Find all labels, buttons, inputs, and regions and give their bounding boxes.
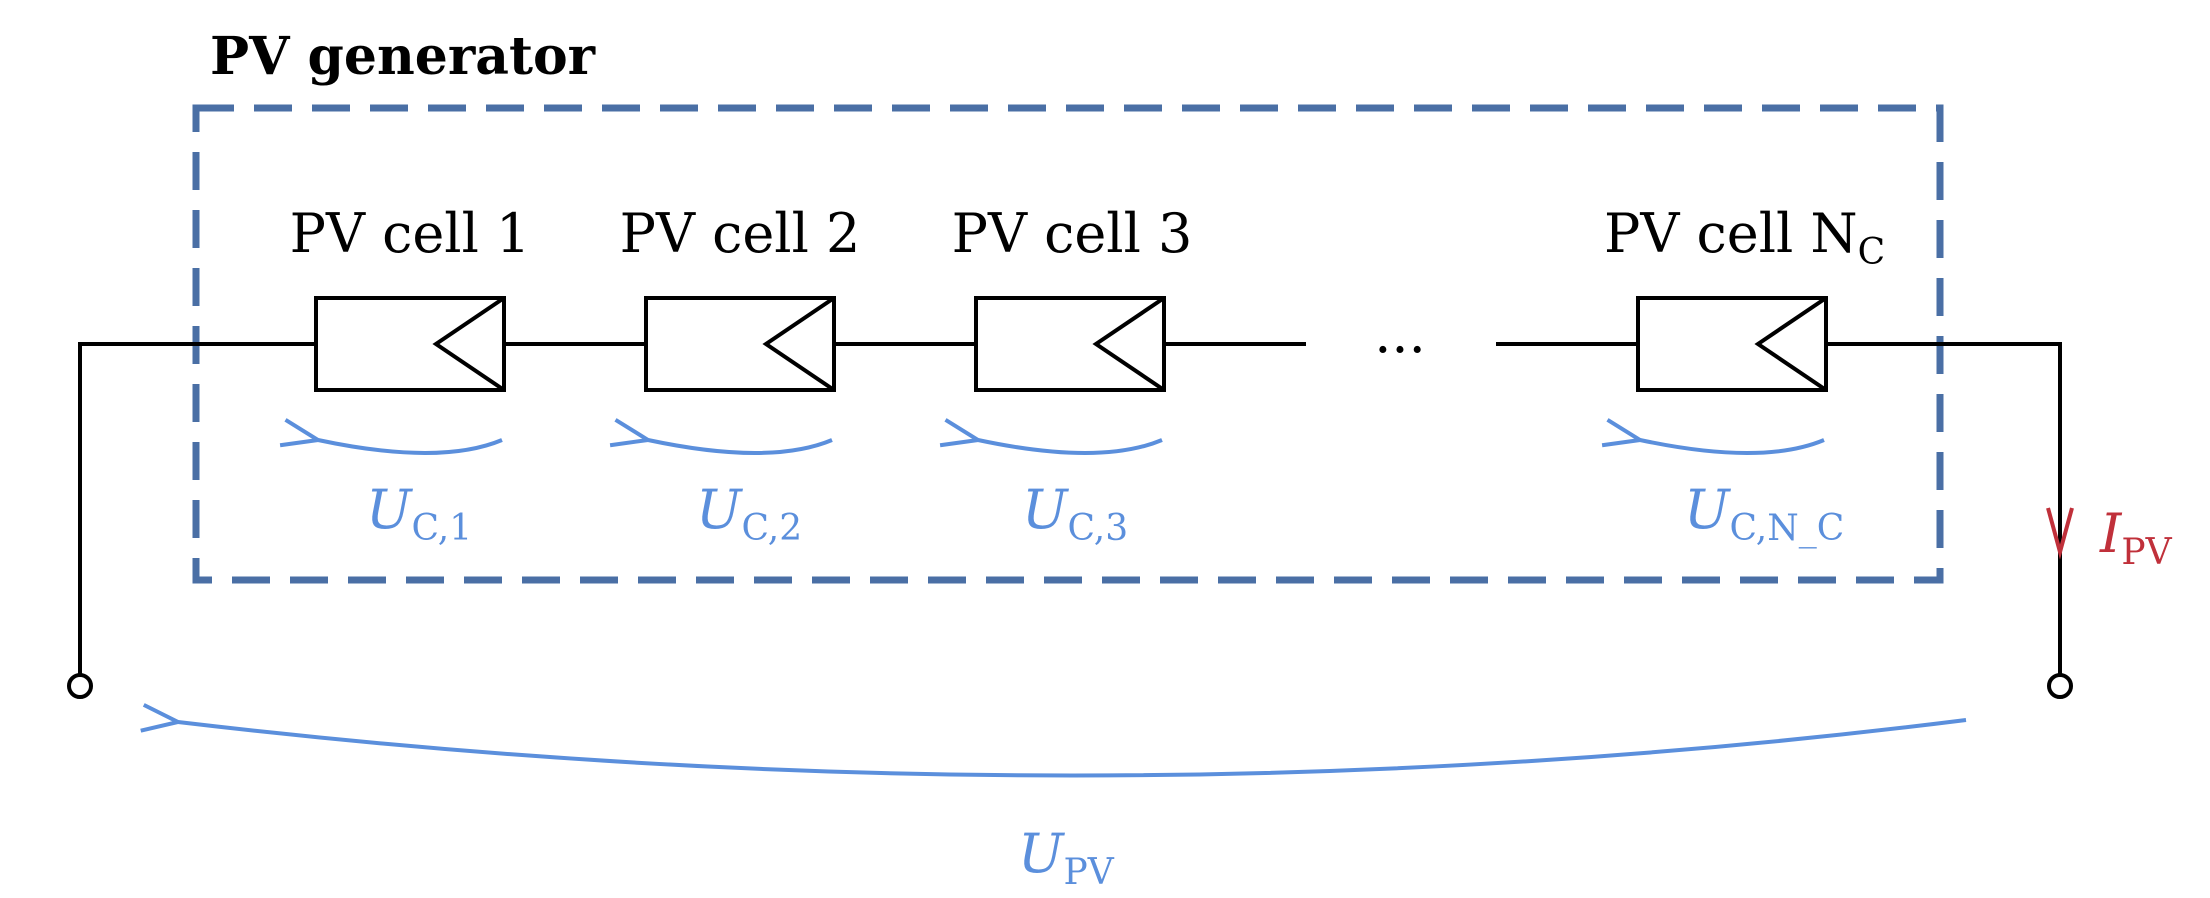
cell-voltage-label: UC,3 <box>1022 478 1128 549</box>
pv-cell-diode-mark <box>432 296 506 392</box>
cell-voltage-arrow <box>978 440 1163 455</box>
pv-cell-symbol <box>644 296 836 392</box>
pv-cell-symbol <box>314 296 506 392</box>
current-indicator: IPV <box>2046 502 2173 573</box>
pv-cell-label: PV cell 3 <box>952 202 1193 265</box>
pv-cell-diode-mark <box>1754 296 1828 392</box>
pv-cell-symbol <box>1636 296 1828 392</box>
diagram-title: PV generator <box>210 26 596 87</box>
cell-voltage-arrow <box>648 440 833 455</box>
pv-cell-label: PV cell NC <box>1604 202 1885 273</box>
cell-voltage-arrow <box>1640 440 1825 455</box>
cell-voltage-label: UC,2 <box>696 478 802 549</box>
pv-cell-1: PV cell 1 UC,1 <box>290 202 531 549</box>
series-ellipsis: ... <box>1374 302 1426 365</box>
pv-cell-label: PV cell 2 <box>620 202 861 265</box>
pv-cell-n: PV cell NC UC,N_C <box>1604 202 1885 549</box>
output-voltage-arrow <box>178 720 1967 778</box>
left-terminal <box>67 673 93 699</box>
cell-voltage-label: UC,N_C <box>1684 478 1844 549</box>
current-arrow <box>2046 507 2074 560</box>
circuit-wires <box>78 342 2062 684</box>
cell-voltage-label: UC,1 <box>366 478 472 549</box>
pv-cell-diode-mark <box>762 296 836 392</box>
pv-cell-diode-mark <box>1092 296 1166 392</box>
cell-voltage-arrow <box>318 440 503 455</box>
output-voltage-label: UPV <box>1018 822 1115 893</box>
pv-cell-symbol <box>974 296 1166 392</box>
current-label: IPV <box>2099 502 2173 573</box>
pv-cell-2: PV cell 2 UC,2 <box>620 202 861 549</box>
pv-cell-3: PV cell 3 UC,3 <box>952 202 1193 549</box>
pv-cell-label: PV cell 1 <box>290 202 531 265</box>
output-voltage-indicator: UPV <box>178 720 1967 893</box>
right-terminal <box>2047 673 2073 699</box>
